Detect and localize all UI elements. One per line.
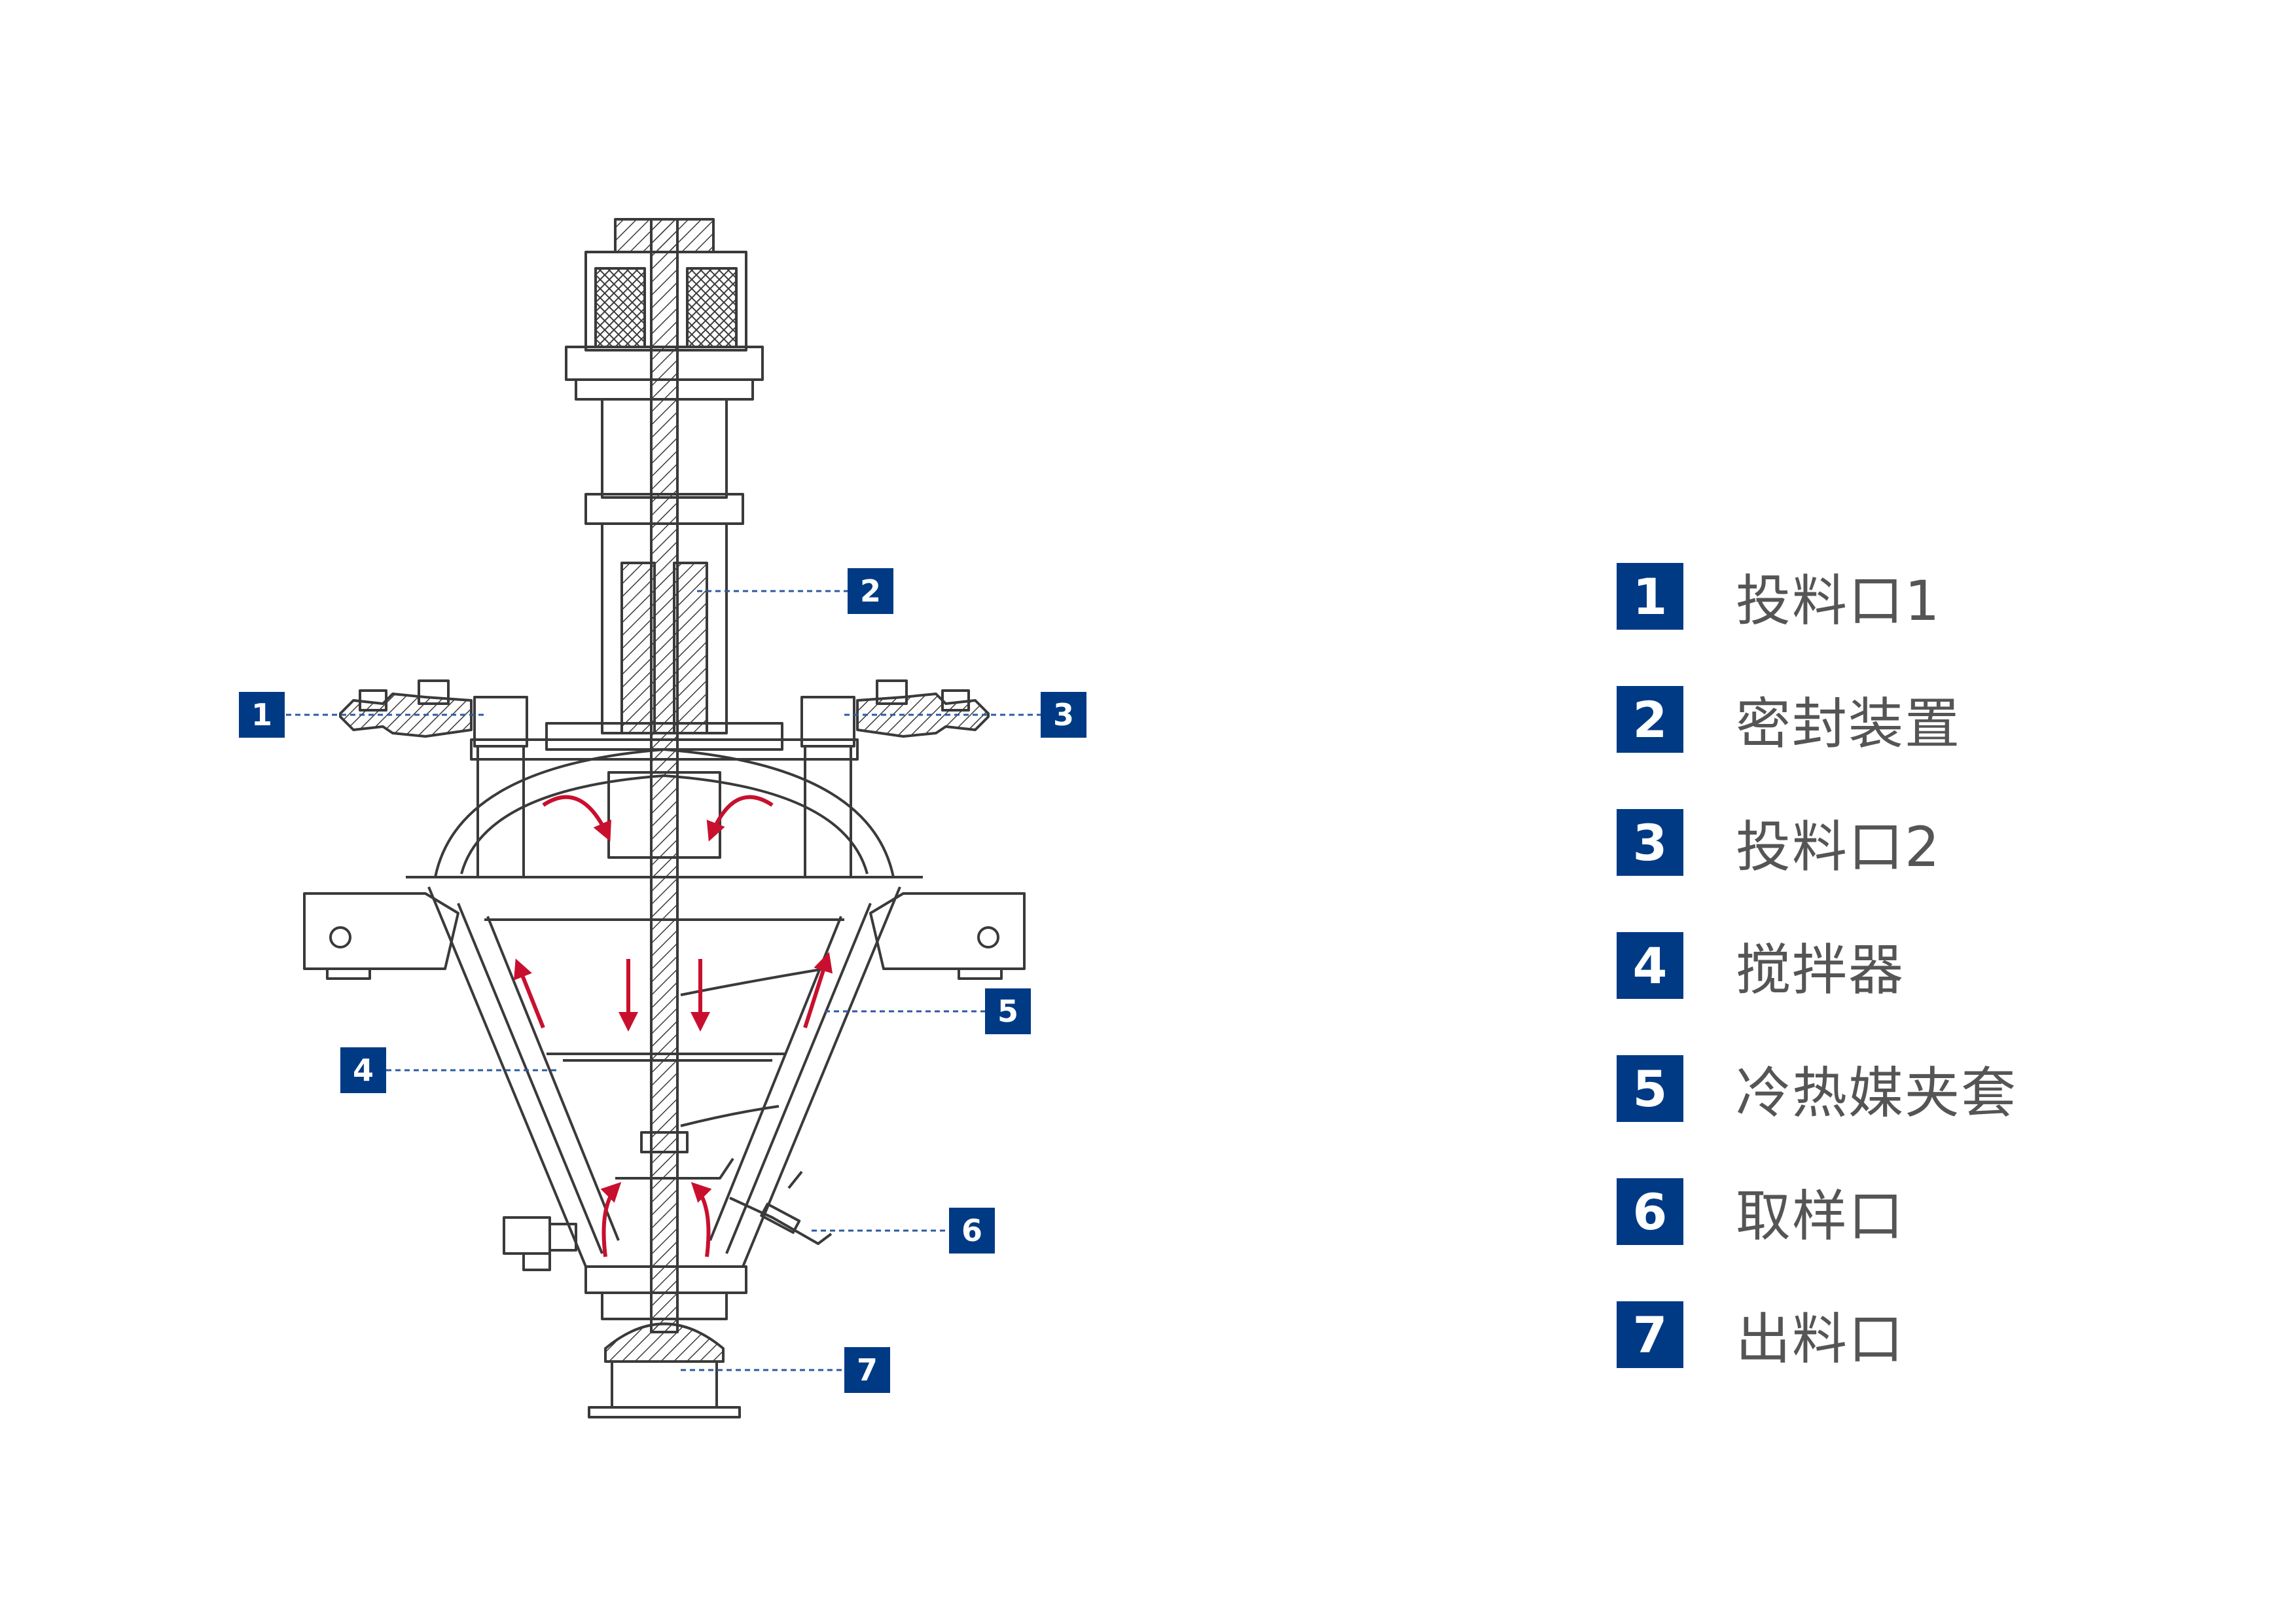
feed-inlet-1 <box>339 679 528 878</box>
legend-label: 冷热媒夹套 <box>1736 1060 2018 1125</box>
legend-label: 出料口 <box>1736 1307 1905 1371</box>
svg-text:5: 5 <box>997 994 1018 1029</box>
legend-item-3: 3 投料口2 <box>1617 809 2017 879</box>
svg-text:7: 7 <box>857 1352 878 1388</box>
flow-arrows <box>513 795 833 1257</box>
callout-7: 7 <box>844 1347 890 1393</box>
svg-text:1: 1 <box>251 697 272 732</box>
discharge-outlet <box>584 1265 747 1418</box>
callout-1: 1 <box>239 692 285 738</box>
svg-text:6: 6 <box>961 1213 982 1248</box>
jacket <box>427 886 901 1267</box>
leader-lines <box>286 590 1041 1371</box>
legend-item-2: 2 密封装置 <box>1617 686 2017 756</box>
legend-badge: 2 <box>1617 686 1683 753</box>
valve-left <box>503 1216 577 1271</box>
legend-label: 搅拌器 <box>1736 937 1905 1002</box>
callout-5: 5 <box>985 988 1031 1034</box>
legend-item-7: 7 出料口 <box>1617 1301 2017 1371</box>
legend-label: 取样口 <box>1736 1183 1905 1248</box>
legend-badge: 6 <box>1617 1178 1683 1245</box>
legend-item-6: 6 取样口 <box>1617 1178 2017 1248</box>
legend-item-5: 5 冷热媒夹套 <box>1617 1055 2017 1125</box>
callout-3: 3 <box>1041 692 1086 738</box>
callout-6: 6 <box>949 1208 995 1254</box>
legend: 1 投料口1 2 密封装置 3 投料口2 4 搅拌器 5 冷热媒夹套 6 取样口… <box>1617 563 2017 1371</box>
legend-item-4: 4 搅拌器 <box>1617 932 2017 1002</box>
sampling-port <box>729 1170 833 1245</box>
legend-badge: 1 <box>1617 563 1683 630</box>
support-bracket-right <box>869 892 1026 980</box>
legend-label: 投料口1 <box>1736 568 1941 633</box>
legend-badge: 7 <box>1617 1301 1683 1368</box>
svg-text:4: 4 <box>353 1053 374 1088</box>
agitator <box>484 918 844 1180</box>
svg-text:2: 2 <box>860 573 881 609</box>
callout-4: 4 <box>340 1047 386 1093</box>
support-bracket-left <box>303 892 459 980</box>
feed-inlet-2 <box>800 679 990 878</box>
legend-badge: 5 <box>1617 1055 1683 1122</box>
legend-item-1: 1 投料口1 <box>1617 563 2017 633</box>
legend-badge: 3 <box>1617 809 1683 876</box>
legend-label: 密封装置 <box>1736 691 1962 756</box>
legend-badge: 4 <box>1617 932 1683 999</box>
callout-2: 2 <box>848 568 893 614</box>
svg-text:3: 3 <box>1053 697 1074 732</box>
legend-label: 投料口2 <box>1736 814 1941 879</box>
